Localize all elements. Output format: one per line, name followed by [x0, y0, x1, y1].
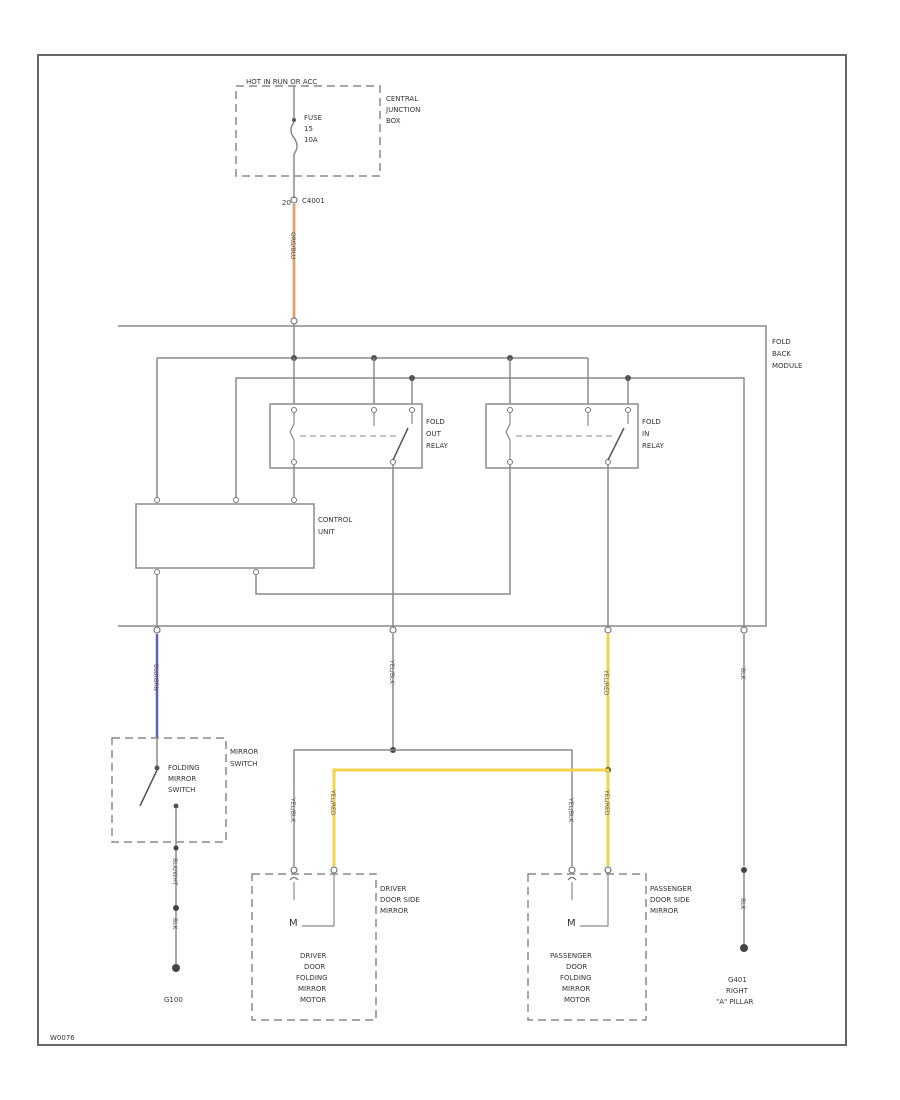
ground-left-label: G100 [164, 996, 183, 1004]
fold-out-contact [392, 427, 409, 461]
fold-in-relay-label-1: FOLD [642, 418, 661, 426]
diagram-frame [37, 54, 847, 1046]
passenger-motor-label-1: PASSENGER [550, 952, 592, 960]
module-boundary [118, 325, 767, 627]
module-entry-terminal [290, 317, 298, 325]
driver-motor-symbol: M [289, 918, 298, 929]
fuse-label-2: 15 [304, 125, 313, 133]
figure-id: W0076 [50, 1034, 75, 1042]
junction-box-label-3: BOX [386, 117, 401, 125]
passenger-door-side-mirror: PASSENGER DOOR SIDE MIRROR M PASSENGER D… [527, 866, 692, 1021]
fold-back-module: FOLD BACK MODULE FOLD OUT RELAY [118, 325, 802, 627]
ground-right-label-3: "A" PILLAR [716, 998, 753, 1006]
terminal-out-lead [389, 626, 397, 634]
passenger-motor-label-5: MOTOR [564, 996, 590, 1004]
left-ground-point [172, 964, 180, 972]
terminal-switch-feed [153, 626, 161, 634]
fold-out-relay-label-3: RELAY [426, 442, 449, 450]
folding-switch-label-1: FOLDING [168, 764, 200, 772]
wire-label-switch-ground: BLK/WHT [171, 858, 178, 886]
fold-out-relay-label-2: OUT [426, 430, 442, 438]
control-unit-label-2: UNIT [318, 528, 335, 536]
fuse-label-3: 10A [304, 136, 318, 144]
control-unit-label-1: CONTROL [318, 516, 352, 524]
connector-c4001-label: C4001 [302, 197, 325, 205]
coil-return-wire [255, 464, 511, 595]
mirror-switch: MIRROR SWITCH FOLDING MIRROR SWITCH [111, 737, 258, 843]
passenger-mirror-label-1: PASSENGER [650, 885, 692, 893]
terminal-ground-right [740, 626, 748, 634]
driver-motor-label-3: FOLDING [296, 974, 328, 982]
ground-right-label-2: RIGHT [726, 987, 749, 995]
passenger-mirror-outline [527, 873, 647, 1021]
fuse-header-label: HOT IN RUN OR ACC [246, 78, 317, 86]
driver-mirror-label-3: MIRROR [380, 907, 408, 915]
wire-label-drv-b: YEL/RED [329, 789, 336, 816]
fold-out-relay: FOLD OUT RELAY [269, 403, 449, 469]
driver-mirror-label-1: DRIVER [380, 885, 407, 893]
wire-label-pas-b: YEL/RED [603, 789, 610, 816]
module-label-1: FOLD [772, 338, 791, 346]
switch-contact [139, 769, 158, 807]
right-ground-connector [741, 867, 747, 873]
passenger-motor-label-2: DOOR [566, 963, 587, 971]
control-unit: CONTROL UNIT [135, 497, 352, 575]
switch-ground-connector [173, 845, 179, 851]
fuse-symbol [290, 121, 298, 155]
driver-motor-label-4: MIRROR [298, 985, 326, 993]
driver-door-side-mirror: DRIVER DOOR SIDE MIRROR M DRIVER DOOR FO… [251, 866, 420, 1021]
passenger-motor-label-4: MIRROR [562, 985, 590, 993]
ground-bus [235, 377, 745, 626]
fold-in-relay: FOLD IN RELAY [485, 403, 665, 469]
connector-c4001 [290, 196, 298, 204]
driver-motor-label-1: DRIVER [300, 952, 327, 960]
control-unit-box [135, 503, 315, 569]
wire-label-drv-a: YEL/BLK [289, 797, 296, 823]
mirror-switch-label-1: MIRROR [230, 748, 258, 756]
junction-box-outline [235, 85, 381, 177]
driver-motor-label-2: DOOR [304, 963, 325, 971]
fold-out-relay-label-1: FOLD [426, 418, 445, 426]
connector-c4001-pin: 20 [282, 199, 291, 207]
driver-mirror-outline [251, 873, 377, 1021]
wire-label-pas-a: YEL/BLK [567, 797, 574, 823]
passenger-motor-symbol: M [567, 918, 576, 929]
junction-box-label-1: CENTRAL [386, 95, 418, 103]
passenger-mirror-label-3: MIRROR [650, 907, 678, 915]
module-label-2: BACK [772, 350, 791, 358]
mirror-switch-outline [111, 737, 227, 843]
driver-mirror-label-2: DOOR SIDE [380, 896, 420, 904]
wire-label-ground-right: BLK [739, 668, 746, 680]
fuse-label-1: FUSE [304, 114, 322, 122]
fold-in-relay-label-2: IN [642, 430, 649, 438]
wire-label-in-lead: YEL/RED [602, 669, 609, 696]
fold-in-coil [505, 412, 511, 460]
wire-label-right-ground-lower: BLK [739, 898, 746, 910]
passenger-motor-label-3: FOLDING [560, 974, 592, 982]
yellow-wire-branch [332, 768, 610, 866]
fold-in-contact [607, 427, 625, 461]
folding-switch-label-2: MIRROR [168, 775, 196, 783]
right-ground-point [740, 944, 748, 952]
wire-label-out-lead: YEL/BLK [388, 659, 395, 685]
wire-label-ground-left: BLK [171, 918, 178, 930]
fuse-terminal [292, 118, 296, 122]
switch-ground-splice [173, 905, 179, 911]
ground-right-label-1: G401 [728, 976, 747, 984]
wire-label-fuse-feed: ORG/BLU [289, 232, 296, 259]
module-label-3: MODULE [772, 362, 802, 370]
fold-in-relay-label-3: RELAY [642, 442, 665, 450]
mirror-switch-label-2: SWITCH [230, 760, 257, 768]
fold-out-coil [289, 412, 295, 460]
driver-motor-label-5: MOTOR [300, 996, 326, 1004]
folding-switch-label-3: SWITCH [168, 786, 195, 794]
junction-box-label-2: JUNCTION [385, 106, 420, 114]
wire-label-switch-feed: BLU/GRN [152, 664, 159, 691]
fuse-feed-wire: 20 C4001 ORG/BLU [282, 176, 325, 358]
terminal-in-lead [604, 626, 612, 634]
central-junction-box: HOT IN RUN OR ACC CENTRAL JUNCTION BOX F… [235, 78, 420, 177]
passenger-mirror-label-2: DOOR SIDE [650, 896, 690, 904]
